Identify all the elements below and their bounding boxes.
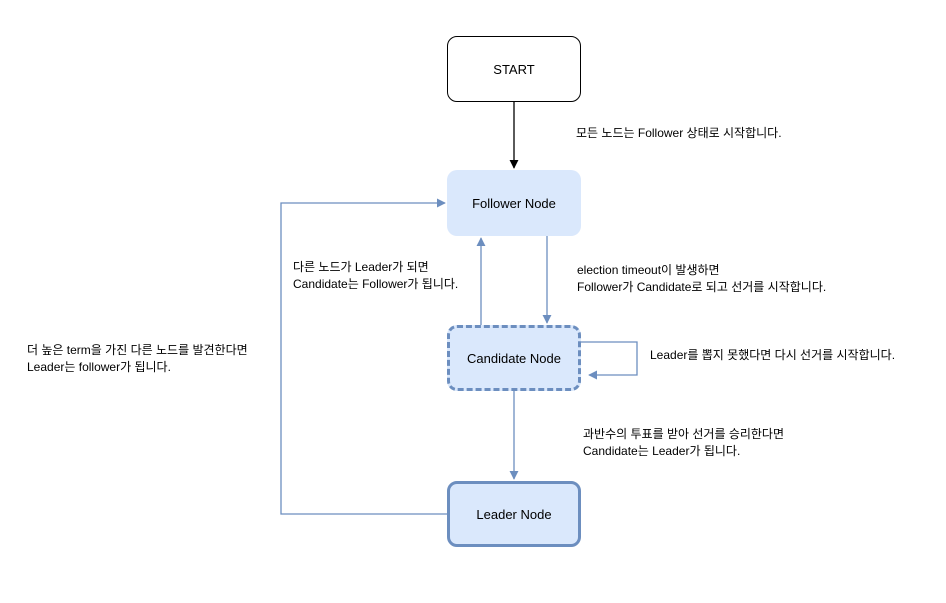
edge-label-line: 모든 노드는 Follower 상태로 시작합니다. — [576, 126, 782, 140]
edge-label-line: Follower가 Candidate로 되고 선거를 시작합니다. — [577, 280, 827, 294]
candidate-node-label: Candidate Node — [467, 350, 561, 366]
edge-label-line: 다른 노드가 Leader가 되면 — [293, 260, 429, 274]
follower-node-label: Follower Node — [472, 195, 556, 211]
edge-label-line: 더 높은 term을 가진 다른 노드를 발견한다면 — [27, 343, 248, 357]
edge-label-line: Candidate는 Follower가 됩니다. — [293, 277, 459, 291]
edge-label-line: 과반수의 투표를 받아 선거를 승리한다면 — [583, 427, 785, 441]
edge-label-start-to-follower: 모든 노드는 Follower 상태로 시작합니다. — [576, 125, 782, 142]
edge-label-follower-to-candidate: election timeout이 발생하면 Follower가 Candida… — [577, 262, 826, 296]
leader-node[interactable]: Leader Node — [447, 481, 581, 547]
candidate-node[interactable]: Candidate Node — [447, 325, 581, 391]
edge-label-leader-to-follower: 더 높은 term을 가진 다른 노드를 발견한다면 Leader는 follo… — [27, 342, 248, 376]
edge-leader-to-follower — [280, 198, 447, 515]
leader-node-label: Leader Node — [476, 506, 552, 522]
edge-label-candidate-to-follower: 다른 노드가 Leader가 되면 Candidate는 Follower가 됩… — [293, 259, 458, 293]
edge-label-line: Candidate는 Leader가 됩니다. — [583, 444, 741, 458]
start-node[interactable]: START — [447, 36, 581, 102]
edge-label-line: Leader는 follower가 됩니다. — [27, 360, 171, 374]
edge-label-candidate-self-loop: Leader를 뽑지 못했다면 다시 선거를 시작합니다. — [650, 347, 895, 364]
follower-node[interactable]: Follower Node — [447, 170, 581, 236]
edge-label-candidate-to-leader: 과반수의 투표를 받아 선거를 승리한다면 Candidate는 Leader가… — [583, 426, 784, 460]
edge-label-line: Leader를 뽑지 못했다면 다시 선거를 시작합니다. — [650, 348, 896, 362]
edge-label-line: election timeout이 발생하면 — [577, 263, 720, 277]
edge-candidate-self-loop — [581, 341, 638, 380]
start-node-label: START — [493, 61, 535, 77]
